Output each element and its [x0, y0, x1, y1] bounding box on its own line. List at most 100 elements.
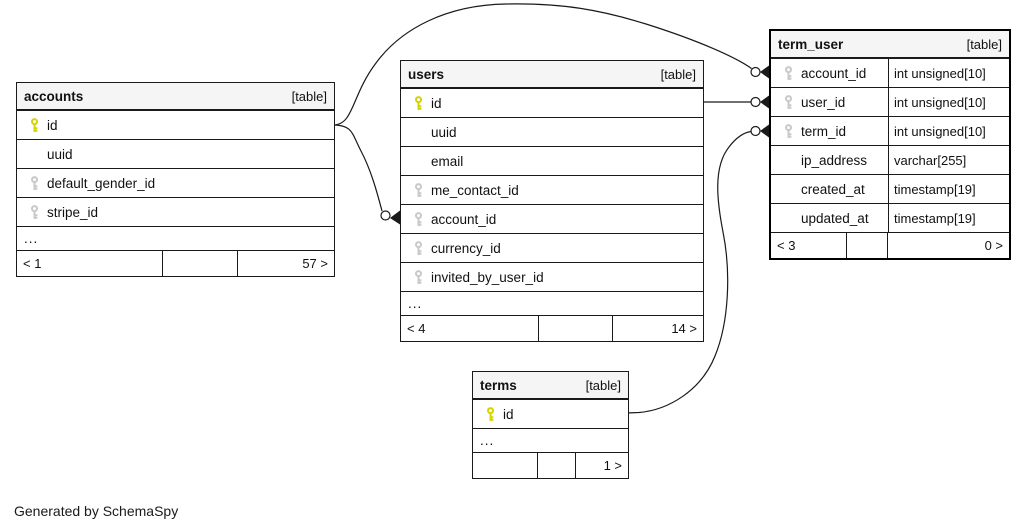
- child-count: 57 >: [302, 256, 328, 271]
- table-term-user-header[interactable]: term_user [table]: [771, 31, 1009, 59]
- foreign-key-icon: [413, 211, 424, 227]
- column-type: timestamp[19]: [894, 181, 976, 197]
- column-row: id: [17, 111, 334, 140]
- table-terms-header[interactable]: terms [table]: [473, 372, 628, 400]
- column-row: email: [401, 147, 703, 176]
- fk-arrowhead: [760, 124, 769, 138]
- generated-by-note: Generated by SchemaSpy: [14, 503, 179, 519]
- table-badge: [table]: [585, 377, 621, 393]
- column-type: int unsigned[10]: [894, 65, 986, 81]
- column-row: created_at timestamp[19]: [771, 175, 1009, 204]
- column-row: default_gender_id: [17, 169, 334, 198]
- fk-circle: [750, 66, 761, 78]
- column-type: int unsigned[10]: [894, 123, 986, 139]
- fk-arrowhead: [760, 65, 769, 79]
- column-row: invited_by_user_id: [401, 263, 703, 292]
- column-row: stripe_id: [17, 198, 334, 227]
- column-name: account_id: [431, 211, 497, 227]
- more-columns-indicator: ...: [17, 227, 334, 251]
- column-name: email: [431, 153, 464, 169]
- column-name: updated_at: [801, 210, 869, 226]
- edge-accounts-to-users: [332, 124, 383, 212]
- parent-count: < 1: [17, 251, 163, 276]
- footer-spacer: [538, 453, 576, 478]
- foreign-key-icon: [413, 182, 424, 198]
- table-terms: terms [table] id ... 1 >: [472, 371, 629, 479]
- column-row: uuid: [17, 140, 334, 169]
- column-row: uuid: [401, 118, 703, 147]
- table-users-header[interactable]: users [table]: [401, 61, 703, 89]
- column-name: ip_address: [801, 152, 868, 168]
- column-row: account_id: [401, 205, 703, 234]
- column-name: created_at: [801, 181, 865, 197]
- table-badge: [table]: [660, 66, 696, 82]
- parent-count: [473, 453, 538, 478]
- fk-circle: [380, 210, 391, 221]
- column-name: term_id: [801, 123, 847, 139]
- column-name: account_id: [801, 65, 867, 81]
- table-footer: < 1 57 >: [17, 251, 334, 276]
- column-type: timestamp[19]: [894, 210, 976, 226]
- column-row: me_contact_id: [401, 176, 703, 205]
- foreign-key-icon: [413, 269, 424, 285]
- column-row: account_id int unsigned[10]: [771, 59, 1009, 88]
- table-badge: [table]: [291, 88, 327, 104]
- column-row: currency_id: [401, 234, 703, 263]
- foreign-key-icon: [783, 65, 794, 81]
- child-count: 1 >: [603, 458, 622, 473]
- parent-count: < 4: [401, 316, 539, 341]
- foreign-key-icon: [783, 94, 794, 110]
- column-name: default_gender_id: [47, 175, 156, 191]
- column-row: updated_at timestamp[19]: [771, 204, 1009, 233]
- more-columns-indicator: ...: [401, 292, 703, 316]
- column-name: id: [431, 95, 442, 111]
- column-row: ip_address varchar[255]: [771, 146, 1009, 175]
- table-users: users [table] id uuid email me_contact_i…: [400, 60, 704, 342]
- fk-circle: [750, 96, 761, 108]
- foreign-key-icon: [29, 175, 40, 191]
- column-row: user_id int unsigned[10]: [771, 88, 1009, 117]
- table-footer: < 3 0 >: [771, 233, 1009, 258]
- fk-circle: [750, 125, 761, 137]
- parent-count: < 3: [771, 233, 847, 258]
- table-title: terms: [480, 377, 517, 393]
- footer-spacer: [539, 316, 613, 341]
- table-badge: [table]: [966, 36, 1002, 52]
- child-count: 0 >: [984, 238, 1003, 253]
- column-name: id: [503, 406, 514, 422]
- fk-arrowhead: [390, 210, 400, 225]
- column-name: me_contact_id: [431, 182, 519, 198]
- table-title: users: [408, 66, 445, 82]
- foreign-key-icon: [783, 123, 794, 139]
- fk-arrowhead: [760, 95, 769, 109]
- column-name: currency_id: [431, 240, 501, 256]
- primary-key-icon: [413, 95, 424, 111]
- foreign-key-icon: [413, 240, 424, 256]
- column-name: id: [47, 117, 58, 133]
- column-name: invited_by_user_id: [431, 269, 544, 285]
- column-type: varchar[255]: [894, 152, 967, 168]
- table-accounts-header[interactable]: accounts [table]: [17, 83, 334, 111]
- foreign-key-icon: [29, 204, 40, 220]
- column-row: id: [401, 89, 703, 118]
- column-name: stripe_id: [47, 204, 99, 220]
- column-row: term_id int unsigned[10]: [771, 117, 1009, 146]
- primary-key-icon: [29, 117, 40, 133]
- primary-key-icon: [485, 406, 496, 422]
- table-accounts: accounts [table] id uuid default_gender_…: [16, 82, 335, 277]
- column-type: int unsigned[10]: [894, 94, 986, 110]
- edge-accounts-to-term-user: [332, 3, 752, 126]
- footer-spacer: [847, 233, 888, 258]
- footer-spacer: [163, 251, 238, 276]
- table-term-user: term_user [table] account_id int unsigne…: [769, 29, 1011, 260]
- more-columns-indicator: ...: [473, 429, 628, 453]
- column-name: uuid: [47, 146, 73, 162]
- column-name: uuid: [431, 124, 457, 140]
- column-row: id: [473, 400, 628, 429]
- table-title: term_user: [778, 36, 844, 52]
- edge-terms-to-term-user: [626, 130, 752, 414]
- table-footer: 1 >: [473, 453, 628, 478]
- table-footer: < 4 14 >: [401, 316, 703, 341]
